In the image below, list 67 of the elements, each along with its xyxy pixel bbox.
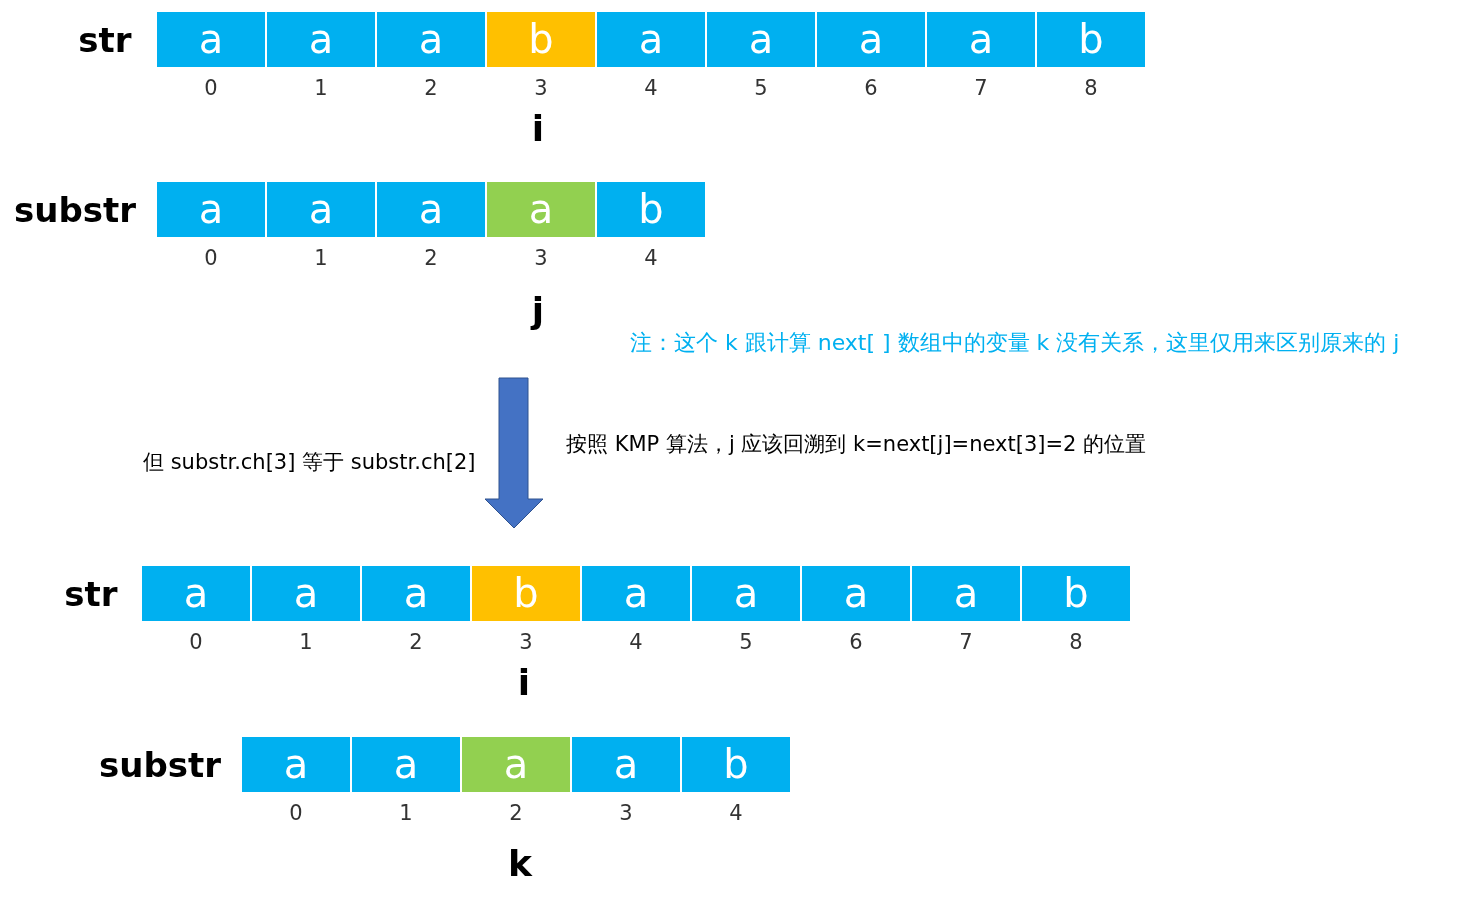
index-number: 4 [644,246,658,270]
index-number: 3 [519,630,533,654]
index-number: 0 [189,630,203,654]
index-number: 2 [424,76,438,100]
array-cell: a [241,737,351,792]
array-cell: a [486,182,596,237]
array-cell: a [571,737,681,792]
index-number: 1 [299,630,313,654]
pointer-label: i [517,661,531,703]
array-cell: a [816,12,926,67]
array-name: substr [14,190,136,230]
array-name: str [78,20,132,60]
array-cell: a [801,566,911,621]
array-name: substr [99,745,221,785]
array-cell: a [376,12,486,67]
index-number: 5 [739,630,753,654]
explanation-text: 按照 KMP 算法，j 应该回溯到 k=next[j]=next[3]=2 的位置 [566,431,1147,458]
pointer-label: i [531,107,545,149]
index-number: 7 [974,76,988,100]
index-number: 7 [959,630,973,654]
array-cell: b [596,182,706,237]
index-number: 1 [399,801,413,825]
array-cell: a [911,566,1021,621]
array-cell: a [251,566,361,621]
array-cell: a [691,566,801,621]
array-cell: a [461,737,571,792]
index-number: 6 [849,630,863,654]
index-number: 2 [409,630,423,654]
array-cell: a [156,182,266,237]
array-cell: b [681,737,791,792]
array-cell: a [156,12,266,67]
index-number: 5 [754,76,768,100]
array-name: str [64,574,118,614]
pointer-label: j [531,289,545,331]
index-number: 6 [864,76,878,100]
array-cell: a [266,182,376,237]
index-number: 8 [1069,630,1083,654]
index-number: 1 [314,76,328,100]
index-number: 2 [424,246,438,270]
array-cell: a [581,566,691,621]
index-number: 4 [729,801,743,825]
array-cell: a [376,182,486,237]
array-cell: a [266,12,376,67]
array-cell: b [486,12,596,67]
index-number: 3 [619,801,633,825]
array-cell: a [351,737,461,792]
index-number: 1 [314,246,328,270]
array-cell: a [141,566,251,621]
array-cell: b [1036,12,1146,67]
index-number: 2 [509,801,523,825]
array-cell: a [706,12,816,67]
array-cell: a [596,12,706,67]
pointer-label: k [508,842,532,884]
index-number: 4 [629,630,643,654]
index-number: 0 [289,801,303,825]
explanation-text: 但 substr.ch[3] 等于 substr.ch[2] [143,449,476,476]
note-text: 注：这个 k 跟计算 next[ ] 数组中的变量 k 没有关系，这里仅用来区别原来的 j [630,329,1400,357]
index-number: 3 [534,246,548,270]
array-cell: b [471,566,581,621]
index-number: 4 [644,76,658,100]
index-number: 3 [534,76,548,100]
array-cell: b [1021,566,1131,621]
array-cell: a [926,12,1036,67]
array-cell: a [361,566,471,621]
index-number: 0 [204,76,218,100]
index-number: 0 [204,246,218,270]
index-number: 8 [1084,76,1098,100]
